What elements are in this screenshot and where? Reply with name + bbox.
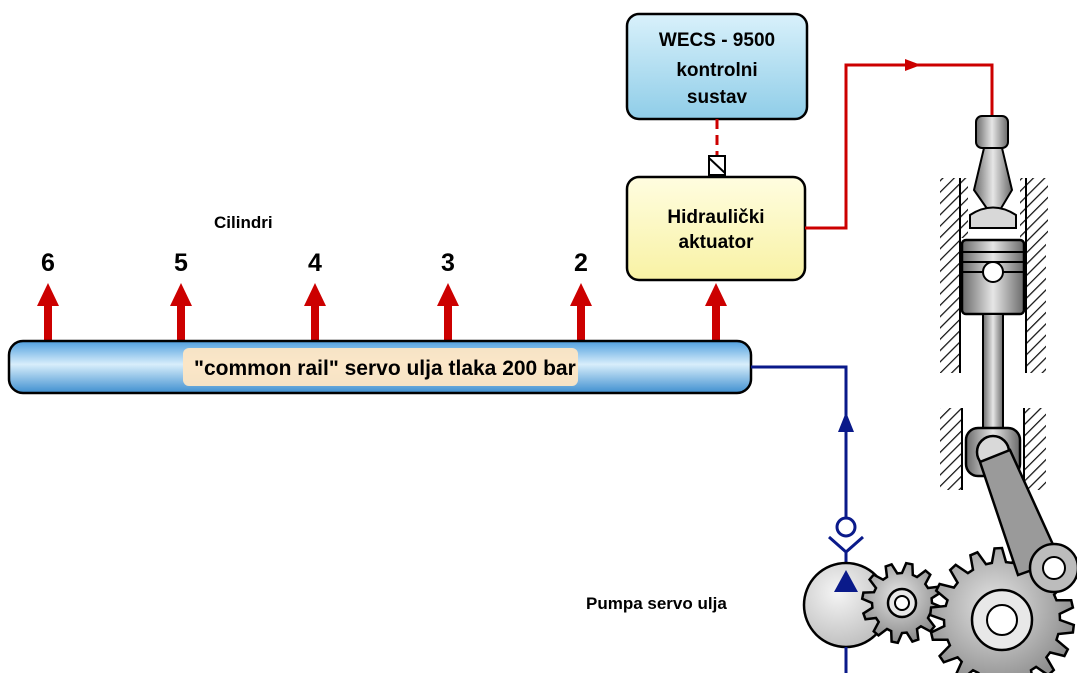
supply-arrow-icon bbox=[170, 283, 192, 342]
check-valve-icon bbox=[828, 516, 864, 562]
common-rail-pipe: "common rail" servo ulja tlaka 200 bar bbox=[7, 339, 753, 395]
control-box-line-3: sustav bbox=[687, 87, 748, 108]
cylinder-supply-arrows bbox=[37, 283, 727, 342]
cylinders-label: Cilindri bbox=[214, 213, 273, 232]
supply-arrow-icon bbox=[37, 283, 59, 342]
cylinder-number-3: 3 bbox=[441, 249, 455, 277]
supply-arrow-icon bbox=[570, 283, 592, 342]
solenoid-icon bbox=[708, 155, 726, 176]
engine-cylinder-icon bbox=[940, 115, 1077, 594]
pump-label: Pumpa servo ulja bbox=[586, 594, 727, 613]
small-gear-icon bbox=[860, 561, 944, 645]
actuator-output-line bbox=[805, 63, 994, 230]
supply-arrow-icon bbox=[437, 283, 459, 342]
pump-delivery-line bbox=[751, 365, 848, 520]
flow-arrow-icon bbox=[905, 59, 921, 71]
supply-arrow-icon bbox=[705, 283, 727, 342]
hydraulic-actuator-box: Hidraulički aktuator bbox=[625, 175, 807, 282]
cylinder-number-4: 4 bbox=[308, 249, 322, 277]
supply-arrow-icon bbox=[304, 283, 326, 342]
cylinder-number-6: 6 bbox=[41, 249, 55, 277]
common-rail-label: "common rail" servo ulja tlaka 200 bar bbox=[194, 357, 576, 380]
upward-flow-arrow-icon bbox=[838, 412, 854, 432]
cylinder-number-2: 2 bbox=[574, 249, 588, 277]
actuator-line-2: aktuator bbox=[679, 232, 755, 253]
control-box-line-1: WECS - 9500 bbox=[659, 30, 775, 51]
cylinder-numbers: 6 5 4 3 2 bbox=[41, 249, 588, 277]
cylinder-number-5: 5 bbox=[174, 249, 188, 277]
control-system-box: WECS - 9500 kontrolni sustav bbox=[625, 12, 809, 121]
control-box-line-2: kontrolni bbox=[676, 60, 757, 81]
actuator-line-1: Hidraulički bbox=[667, 207, 764, 228]
